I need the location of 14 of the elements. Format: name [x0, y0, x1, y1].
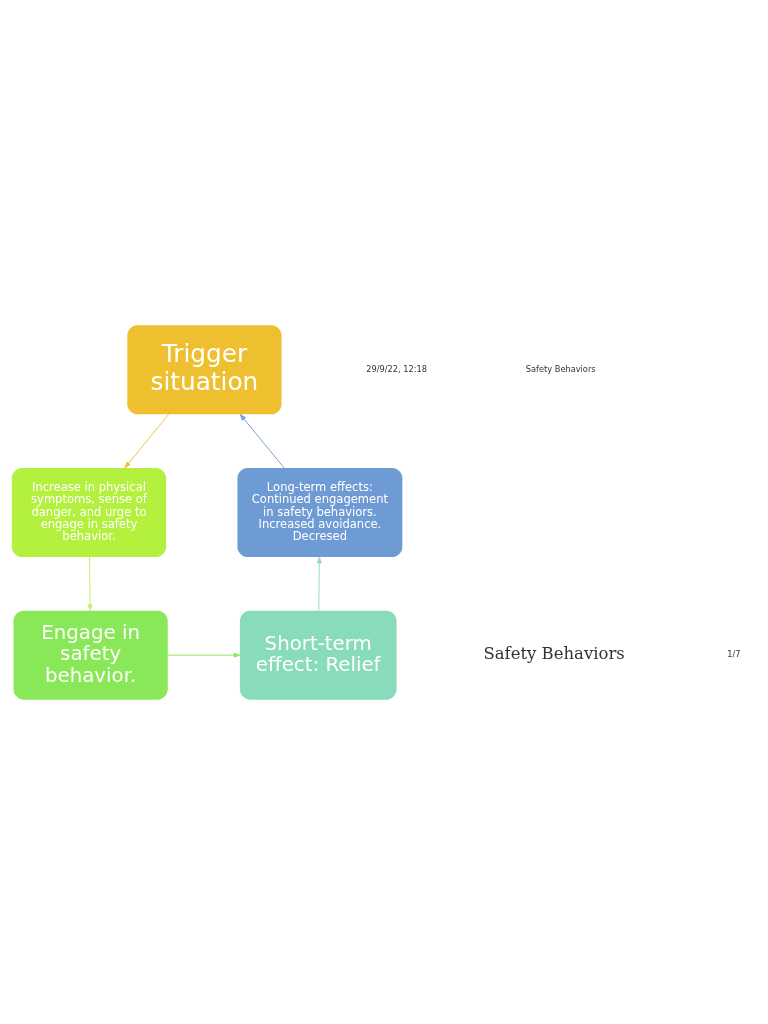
node-box: Increase in physical symptoms, sense of danger, and urge to engage in safety behavior.	[11, 467, 167, 557]
label: Safety Behaviors	[525, 363, 596, 374]
label: 29/9/22, 12:18	[366, 363, 427, 374]
node-box: Short-term effect: Relief	[239, 610, 397, 700]
arrow	[87, 556, 93, 611]
label: Safety Behaviors	[483, 643, 625, 663]
arrow	[167, 652, 241, 658]
node-box: Engage in safety behavior.	[13, 610, 168, 700]
arrow	[239, 413, 285, 468]
node-box: Trigger situation	[127, 324, 282, 414]
arrow	[124, 413, 170, 468]
arrow	[316, 556, 322, 611]
node-box: Long-term effects: Continued engagement in safety behaviors. Increased avoidance. Decresed	[237, 467, 403, 557]
label: 1/7	[727, 648, 741, 659]
